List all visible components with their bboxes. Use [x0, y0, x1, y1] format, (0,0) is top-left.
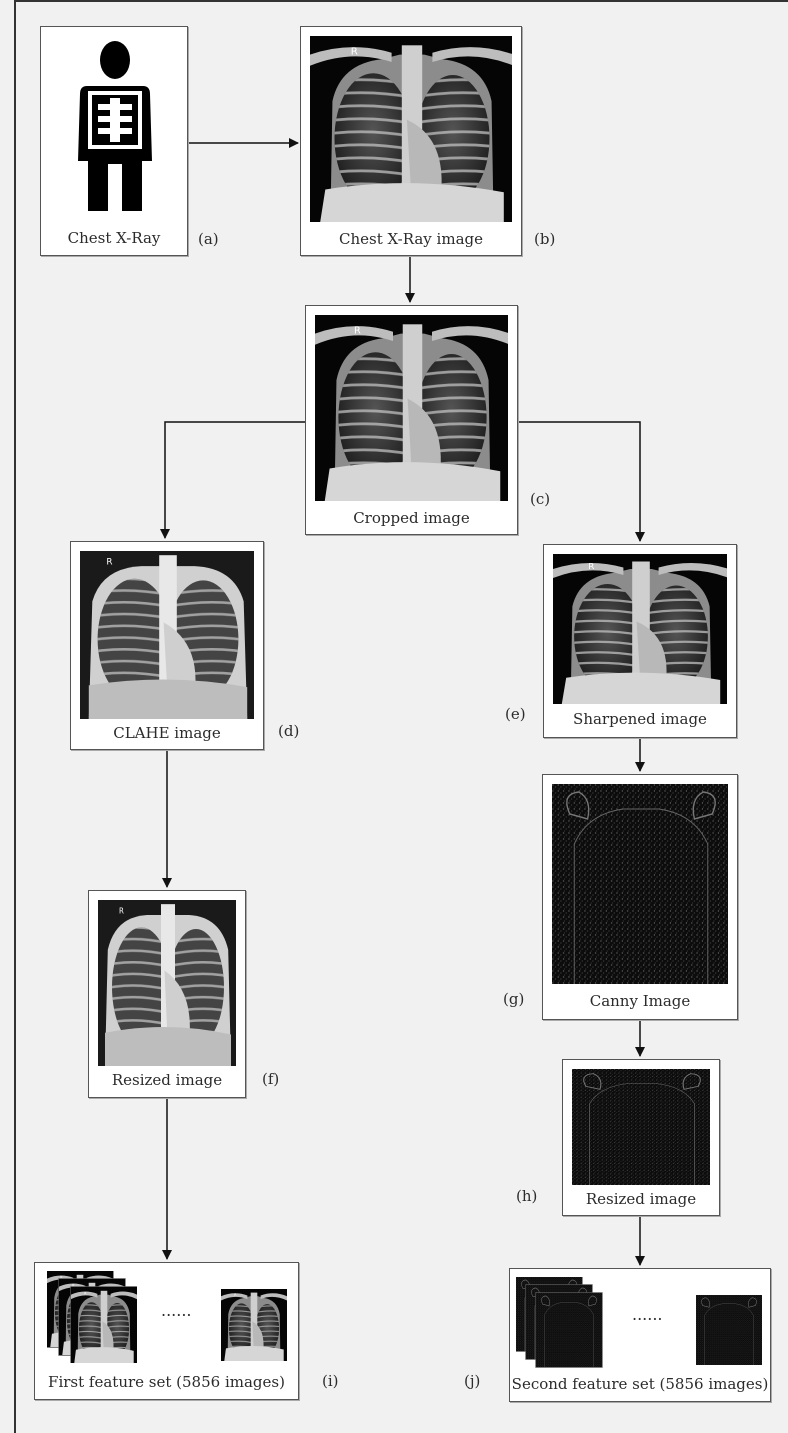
caption-f: Resized image — [89, 1071, 245, 1089]
node-c-cropped-image: Cropped image — [305, 305, 518, 535]
stacked-xray-images-i — [47, 1271, 137, 1363]
node-h-resized-image: Resized image — [562, 1059, 720, 1216]
tag-j: (j) — [464, 1372, 480, 1390]
node-j-second-feature-set: ...... Second feature set (5856 images) — [509, 1268, 771, 1402]
xray-image-c — [315, 315, 508, 501]
caption-a: Chest X-Ray — [41, 229, 187, 247]
xray-image-d — [80, 551, 254, 719]
tag-i: (i) — [322, 1372, 339, 1390]
ellipsis-j: ...... — [632, 1305, 663, 1324]
caption-h: Resized image — [563, 1190, 719, 1208]
node-a-chest-xray: Chest X-Ray — [40, 26, 188, 256]
xray-image-e — [553, 554, 727, 704]
tag-b: (b) — [534, 230, 555, 248]
node-b-chest-xray-image: Chest X-Ray image — [300, 26, 522, 256]
caption-b: Chest X-Ray image — [301, 230, 521, 248]
stacked-canny-images-j — [516, 1277, 606, 1369]
tag-a: (a) — [198, 230, 219, 248]
ellipsis-i: ...... — [161, 1301, 192, 1320]
arrow-c-to-d — [165, 422, 305, 538]
caption-c: Cropped image — [306, 509, 517, 527]
xray-image-b — [310, 36, 512, 222]
single-xray-image-i — [221, 1289, 287, 1361]
tag-e: (e) — [505, 705, 526, 723]
caption-j: Second feature set (5856 images) — [510, 1375, 770, 1393]
person-icon — [50, 36, 178, 220]
tag-h: (h) — [516, 1187, 537, 1205]
arrow-c-to-e — [518, 422, 640, 541]
caption-g: Canny Image — [543, 992, 737, 1010]
tag-g: (g) — [503, 990, 524, 1008]
single-canny-image-j — [696, 1295, 762, 1365]
caption-e: Sharpened image — [544, 710, 736, 728]
canny-image-g — [552, 784, 728, 984]
tag-f: (f) — [262, 1070, 279, 1088]
node-g-canny-image: Canny Image — [542, 774, 738, 1020]
node-e-sharpened-image: Sharpened image — [543, 544, 737, 738]
tag-c: (c) — [530, 490, 550, 508]
caption-d: CLAHE image — [71, 724, 263, 742]
node-d-clahe-image: CLAHE image — [70, 541, 264, 750]
node-f-resized-image: Resized image — [88, 890, 246, 1098]
canny-image-h — [572, 1069, 710, 1185]
node-i-first-feature-set: ...... First feature set (5856 images) — [34, 1262, 299, 1400]
caption-i: First feature set (5856 images) — [35, 1373, 298, 1391]
xray-image-f — [98, 900, 236, 1066]
tag-d: (d) — [278, 722, 299, 740]
